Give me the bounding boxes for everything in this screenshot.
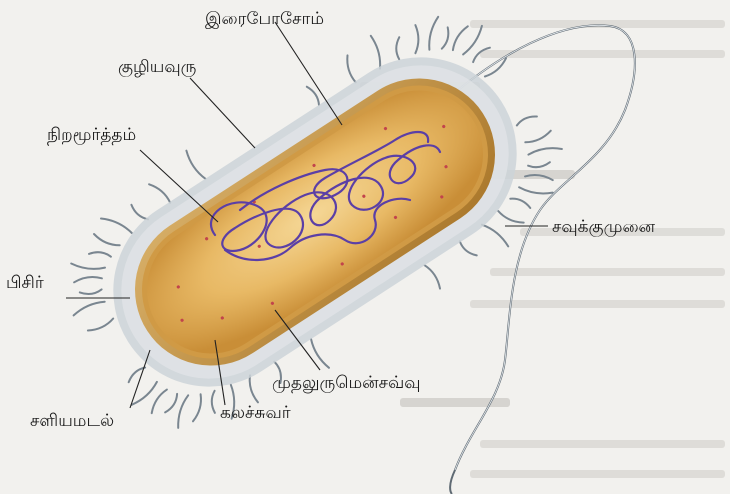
pilus [453, 26, 468, 50]
label-pilus: பிசிர் [6, 273, 44, 293]
pilus [347, 55, 355, 82]
pilus [71, 264, 105, 269]
pilus [74, 302, 105, 316]
label-ribosome: இரைபோசோம் [205, 9, 324, 29]
pilus [307, 87, 319, 105]
pilus [165, 394, 177, 413]
pilus [517, 116, 537, 125]
pilus [193, 394, 201, 421]
pilus [525, 131, 551, 143]
pilus [519, 187, 553, 193]
pilus [74, 277, 102, 282]
pilus [152, 390, 167, 414]
pilus [528, 162, 550, 167]
pilus [442, 27, 449, 48]
pilus [80, 289, 102, 294]
label-chromatin: நிறமூர்த்தம் [47, 125, 136, 146]
pilus [250, 375, 258, 402]
pilus [88, 319, 113, 331]
pilus [178, 395, 188, 428]
faded-line [470, 300, 725, 308]
pilus [186, 151, 205, 179]
pilus [498, 211, 524, 223]
pilus [89, 252, 111, 257]
label-flagellum: சவுக்குமுனை [552, 217, 656, 237]
pilus [460, 241, 477, 255]
faded-line [470, 20, 725, 28]
label-plasma-membrane: முதலுருமென்சவ்வு [272, 373, 421, 393]
faded-line [490, 268, 725, 276]
ribosome-leader [275, 22, 342, 125]
pilus [510, 199, 530, 208]
pilus [482, 225, 508, 247]
pilus [131, 205, 148, 220]
pilus [463, 26, 482, 55]
pilus [311, 339, 329, 368]
pilus [429, 17, 438, 50]
pilus [101, 219, 132, 234]
label-cytoplasm: குழியவுரு [118, 57, 197, 77]
pilus [371, 36, 380, 69]
cytoplasm-leader [190, 78, 255, 148]
pilus [94, 234, 120, 245]
pilus [396, 37, 399, 59]
faded-line [470, 470, 725, 478]
faded-line [400, 398, 510, 407]
pilus [149, 184, 170, 202]
pilus [528, 148, 562, 154]
pilus [212, 391, 215, 413]
faded-line [480, 440, 725, 448]
label-cell-wall: கலச்சுவர் [220, 403, 291, 423]
pilus [425, 265, 441, 288]
pilus [415, 25, 418, 53]
label-capsule: சளியமடல் [30, 411, 114, 431]
